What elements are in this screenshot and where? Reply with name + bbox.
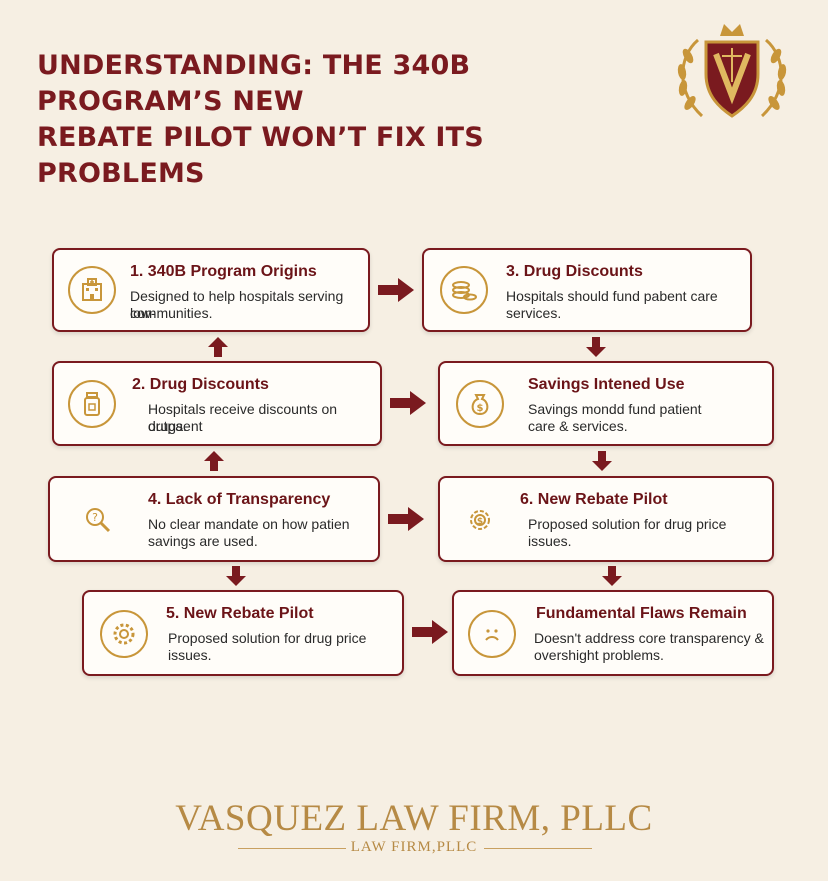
step-1-desc-line-1: Designed to help hospitals serving low- xyxy=(130,288,344,321)
arrow-down-2 xyxy=(592,451,612,471)
footer-divider-left xyxy=(238,848,346,849)
page-title: UNDERSTANDING: THE 340B PROGRAM’S NEW RE… xyxy=(37,48,637,192)
step-5-desc-line-2: issues. xyxy=(168,647,212,663)
step-6-card: $ 6. New Rebate Pilot Proposed solution … xyxy=(438,476,774,562)
step-5-desc-line-1: Proposed solution for drug price xyxy=(168,630,367,646)
hospital-icon xyxy=(68,266,116,314)
savings-desc-line-1: Savings mondd fund patient xyxy=(528,401,702,417)
step-1-card: 1. 340B Program Origins Designed to help… xyxy=(52,248,370,332)
step-3-card: 3. Drug Discounts Hospitals should fund … xyxy=(422,248,752,332)
step-3-heading: 3. Drug Discounts xyxy=(506,263,643,280)
money-bag-icon: $ xyxy=(456,380,504,428)
step-4-heading: 4. Lack of Transparency xyxy=(148,491,331,508)
step-3-desc-line-1: Hospitals should fund pabent care xyxy=(506,288,718,304)
arrow-right-2 xyxy=(390,391,426,415)
step-3-desc-line-2: services. xyxy=(506,305,562,321)
fundamental-flaws-card: Fundamental Flaws Remain Doesn't address… xyxy=(452,590,774,676)
savings-intended-use-card: $ Savings Intened Use Savings mondd fund… xyxy=(438,361,774,446)
step-4-card: ? 4. Lack of Transparency No clear manda… xyxy=(48,476,380,562)
arrow-up-2 xyxy=(204,451,224,471)
arrow-down-1 xyxy=(586,337,606,357)
medicine-bottle-icon xyxy=(68,380,116,428)
gear-icon xyxy=(100,610,148,658)
step-1-desc-line-2: communities. xyxy=(130,305,213,321)
svg-text:$: $ xyxy=(477,517,483,527)
arrow-down-3 xyxy=(226,566,246,586)
step-6-desc-line-2: issues. xyxy=(528,533,572,549)
arrow-down-4 xyxy=(602,566,622,586)
title-line-2: REBATE PILOT WON’T FIX ITS PROBLEMS xyxy=(37,122,484,189)
step-5-card: 5. New Rebate Pilot Proposed solution fo… xyxy=(82,590,404,676)
step-2-card: 2. Drug Discounts Hospitals receive disc… xyxy=(52,361,382,446)
footer-divider-right xyxy=(484,848,592,849)
arrow-right-3 xyxy=(388,507,424,531)
flaws-desc-line-2: overshight problems. xyxy=(534,647,664,663)
step-2-desc-line-2: drugs. xyxy=(148,418,187,434)
savings-desc-line-2: care & services. xyxy=(528,418,628,434)
flaws-heading: Fundamental Flaws Remain xyxy=(536,605,747,622)
step-2-heading: 2. Drug Discounts xyxy=(132,376,269,393)
law-firm-crest-logo xyxy=(677,24,787,118)
title-line-1: UNDERSTANDING: THE 340B PROGRAM’S NEW xyxy=(37,50,471,117)
step-4-desc-line-2: savings are used. xyxy=(148,533,258,549)
step-6-desc-line-1: Proposed solution for drug price xyxy=(528,516,727,532)
step-6-heading: 6. New Rebate Pilot xyxy=(520,491,668,508)
sad-face-icon xyxy=(468,610,516,658)
coins-icon xyxy=(440,266,488,314)
arrow-right-4 xyxy=(412,620,448,644)
step-2-desc-line-1: Hospitals receive discounts on outpaent xyxy=(148,401,338,434)
step-4-desc-line-1: No clear mandate on how patien xyxy=(148,516,350,532)
flaws-desc-line-1: Doesn't address core transparency & xyxy=(534,630,764,646)
step-5-heading: 5. New Rebate Pilot xyxy=(166,605,314,622)
step-1-heading: 1. 340B Program Origins xyxy=(130,263,317,280)
arrow-right-1 xyxy=(378,278,414,302)
svg-text:?: ? xyxy=(92,511,98,524)
gear-dollar-icon: $ xyxy=(456,496,504,544)
firm-name: VASQUEZ LAW FIRM, PLLC xyxy=(175,798,653,839)
firm-subtitle: LAW FIRM,PLLC xyxy=(350,839,478,855)
savings-heading: Savings Intened Use xyxy=(528,376,685,393)
arrow-up-1 xyxy=(208,337,228,357)
svg-text:$: $ xyxy=(477,403,484,414)
magnifier-question-icon: ? xyxy=(74,496,122,544)
